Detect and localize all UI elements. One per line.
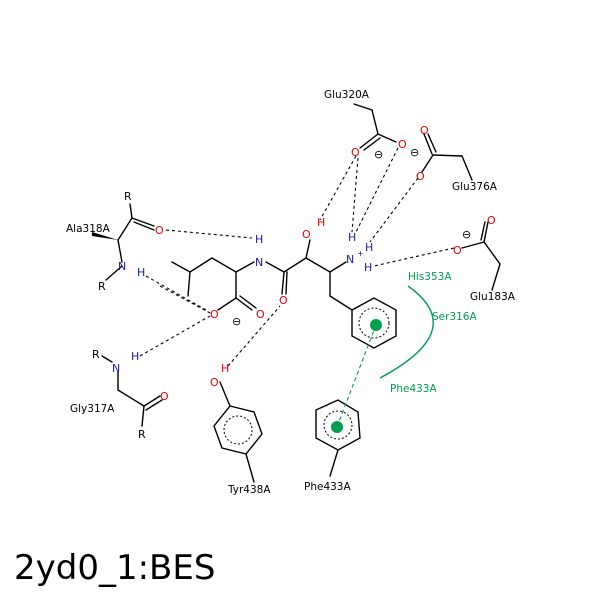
- glu376-charge: ⊖: [410, 146, 419, 159]
- glu183-residue: O O ⊖ Glu183A: [453, 214, 516, 303]
- ligand-hydroxyl-o: O: [302, 228, 311, 241]
- glu183-o1: O: [487, 214, 496, 227]
- ala318-n: N: [118, 260, 126, 273]
- hydrophobic-contact: His353A Ser316A Phe433A: [379, 271, 477, 395]
- glu320-o1: O: [351, 146, 360, 159]
- ala318-label: Ala318A: [66, 223, 111, 235]
- his353-label: His353A: [408, 271, 452, 283]
- glu183-label: Glu183A: [470, 291, 516, 303]
- tyr438-h: H: [221, 362, 229, 375]
- ligand-amine-h3: H: [364, 261, 372, 274]
- glu183-o2: O: [453, 244, 462, 257]
- ligand-amine-n: N: [346, 253, 354, 266]
- ala318-h: H: [137, 266, 145, 279]
- pi-stacking: [331, 319, 382, 433]
- pi-center-ligand: [370, 319, 382, 331]
- ligand-amine-h1: H: [348, 231, 356, 244]
- hbond-ala318o-amideh: [165, 229, 253, 239]
- ligand-amine-plus: +: [357, 249, 364, 258]
- phe433-arc-label: Phe433A: [390, 383, 437, 395]
- gly317-o: O: [160, 390, 169, 403]
- ala318-r2: R: [98, 280, 106, 293]
- hydrophobic-arc: [379, 285, 434, 379]
- ala318-r1: R: [124, 190, 132, 203]
- ligand-amide-n: N: [255, 256, 263, 269]
- hbond-glu320-amine-b: [355, 147, 399, 233]
- ligand-amide-o: O: [279, 294, 288, 307]
- ligand-carboxyl-o2: O: [256, 308, 265, 321]
- hbond-glu183-amine: [373, 247, 455, 267]
- tyr438-label: Tyr438A: [227, 484, 271, 496]
- ala318-o: O: [155, 224, 164, 237]
- hbond-glu320-amine-a: [351, 157, 359, 233]
- glu183-charge: ⊖: [462, 228, 471, 241]
- tyr438-o: O: [210, 376, 219, 389]
- glu320-residue: Glu320A O O ⊖: [324, 89, 407, 161]
- ligand-amide-h: H: [255, 233, 263, 246]
- ligand-carboxyl-o1: O: [210, 308, 219, 321]
- tyr438-residue: O H Tyr438A: [210, 362, 271, 496]
- glu320-charge: ⊖: [374, 148, 383, 161]
- ligand-amine-h2: H: [365, 241, 373, 254]
- glu376-residue: O O ⊖ Glu376A: [410, 124, 498, 193]
- glu376-label: Glu376A: [452, 181, 498, 193]
- glu320-o2: O: [398, 138, 407, 151]
- glu376-o2: O: [416, 170, 425, 183]
- gly317-n: N: [112, 362, 120, 375]
- gly317-residue: R N H O Gly317A R: [70, 348, 169, 441]
- gly317-label: Gly317A: [70, 403, 115, 415]
- hbond-glu320-hydroxyl: [319, 155, 357, 221]
- phe433-ring-residue: Phe433A: [304, 399, 361, 493]
- phe433-ring-label: Phe433A: [304, 481, 351, 493]
- ligand-hydroxyl-h: H: [317, 216, 325, 229]
- ser316-label: Ser316A: [432, 311, 477, 323]
- hbond-gly317h-carboxyl: [139, 315, 211, 357]
- hbond-gly317-carboxyl-b: [159, 285, 213, 315]
- glu376-o1: O: [420, 124, 429, 137]
- hbond-tyr438-amideo: [227, 305, 281, 367]
- gly317-r2: R: [138, 428, 146, 441]
- pi-center-phe433: [331, 421, 343, 433]
- ligand-carboxyl-charge: ⊖: [232, 315, 241, 328]
- hbond-ala318h-carboxyl: [145, 275, 207, 311]
- diagram-title: 2yd0_1:BES: [14, 548, 216, 588]
- gly317-r1: R: [92, 348, 100, 361]
- ligand-molecule: N H O O ⊖ O O H N + H H H: [171, 216, 397, 349]
- gly317-h: H: [131, 350, 139, 363]
- glu320-label: Glu320A: [324, 89, 370, 101]
- ala318-residue: R O Ala318A N H R: [66, 190, 164, 293]
- hbond-glu376-amine: [369, 177, 419, 243]
- hydrogen-bonds: [139, 147, 455, 367]
